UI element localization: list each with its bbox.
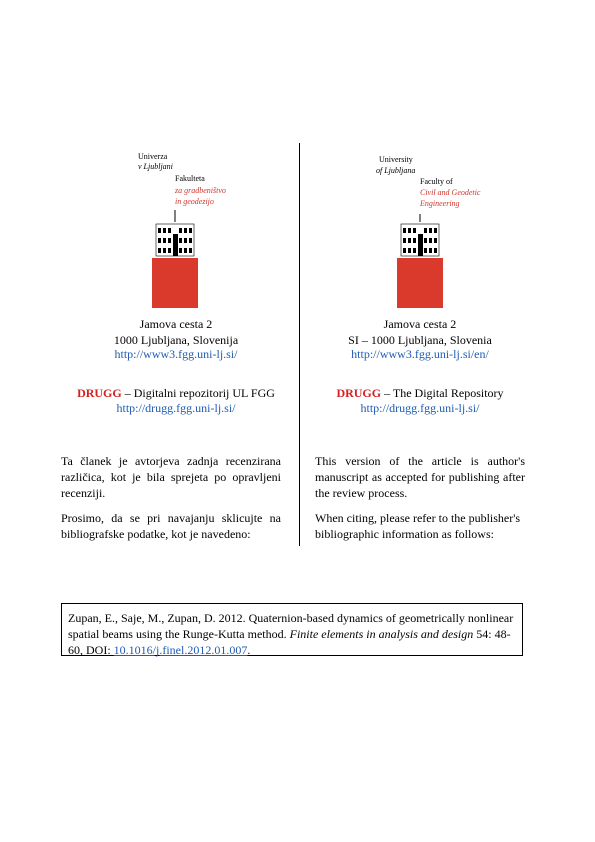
left-logo-ljubljani: v Ljubljani (138, 162, 173, 171)
left-drugg-text: – Digitalni repozitorij UL FGG (121, 386, 275, 400)
left-paragraph-2: Prosimo, da se pri navajanju sklicujte n… (61, 511, 281, 541)
citation-doi-link[interactable]: 10.1016/j.finel.2012.01.007 (113, 643, 248, 657)
right-logo-civil: Civil and Geodetic (420, 188, 481, 197)
left-logo-gradbenistvo: za gradbeništvo (175, 186, 226, 195)
right-address-url[interactable]: http://www3.fgg.uni-lj.si/en/ (351, 347, 489, 361)
left-drugg-name: DRUGG (77, 386, 122, 400)
left-address-url[interactable]: http://www3.fgg.uni-lj.si/ (114, 347, 238, 361)
left-drugg-line: DRUGG – Digitalni repozitorij UL FGG (60, 385, 292, 401)
citation-pages: 54: 48-60, DOI: (68, 627, 511, 657)
column-divider (299, 143, 300, 546)
right-address-line1: Jamova cesta 2 (383, 317, 457, 331)
right-paragraph-1: This version of the article is author's … (315, 454, 525, 500)
right-logo-red-block (397, 258, 443, 308)
left-address-line1: Jamova cesta 2 (139, 317, 213, 331)
right-drugg-text: – The Digital Repository (381, 386, 504, 400)
right-drugg-name: DRUGG (336, 386, 382, 400)
right-logo-engineering: Engineering (420, 199, 460, 208)
right-drugg-line: DRUGG – The Digital Repository (306, 385, 534, 401)
left-building-icon (155, 210, 195, 257)
left-drugg-url[interactable]: http://drugg.fgg.uni-lj.si/ (116, 401, 236, 415)
left-address-line2: 1000 Ljubljana, Slovenija (113, 333, 239, 347)
right-address-line2: SI – 1000 Ljubljana, Slovenia (348, 333, 492, 347)
left-logo-fakulteta: Fakulteta (175, 174, 205, 183)
citation-authors-title: Zupan, E., Saje, M., Zupan, D. 2012. Qua… (68, 611, 514, 641)
right-paragraph-2: When citing, please refer to the publish… (315, 511, 521, 541)
right-building-icon (400, 214, 440, 257)
left-logo-red-block (152, 258, 198, 308)
right-logo-ljubljana: of Ljubljana (376, 166, 416, 175)
left-paragraph-1: Ta članek je avtorjeva zadnja recenziran… (61, 454, 281, 500)
right-drugg-url[interactable]: http://drugg.fgg.uni-lj.si/ (360, 401, 480, 415)
right-logo-university: University (379, 155, 413, 164)
citation-journal: Finite elements in analysis and design (289, 627, 474, 641)
right-logo-faculty: Faculty of (420, 177, 453, 186)
citation-box: Zupan, E., Saje, M., Zupan, D. 2012. Qua… (61, 603, 523, 657)
left-logo-geodezijo: in geodezijo (175, 197, 214, 206)
citation-end: . (247, 643, 251, 657)
left-logo-univerza: Univerza (138, 152, 168, 161)
